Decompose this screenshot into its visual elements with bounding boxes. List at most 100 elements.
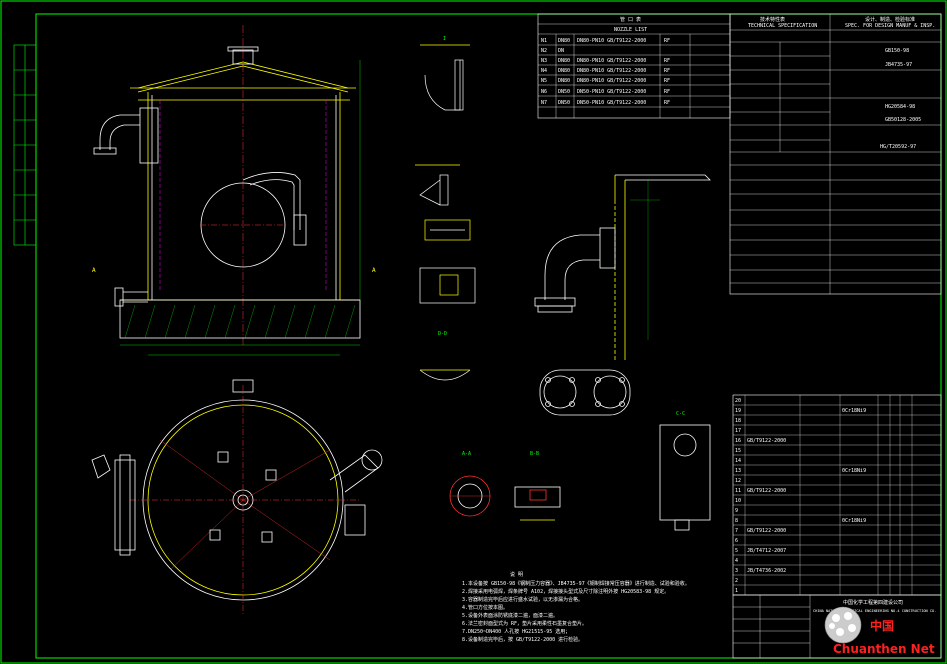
watermark-text-cn: 中国 bbox=[870, 618, 894, 633]
company-name: 中国化学工程第四建设公司 bbox=[843, 599, 903, 606]
bom-row-no: 20 bbox=[735, 398, 741, 404]
spec-standards-subtitle: SPEC. FOR DESIGN MANUF & INSP. bbox=[845, 23, 935, 29]
bom-material: 0Cr18Ni9 bbox=[842, 468, 866, 474]
bom-row-no: 12 bbox=[735, 478, 741, 484]
title-block bbox=[732, 594, 942, 659]
foundation-hatch bbox=[124, 304, 356, 339]
bom-row-no: 16 bbox=[735, 438, 741, 444]
nozzle-mark: N2 bbox=[541, 48, 547, 54]
notes-line-1: 1.本设备按 GB150-98《钢制压力容器》、JB4735-97《钢制焊接常压… bbox=[462, 580, 690, 587]
spec-table-subtitle: TECHNICAL SPECIFICATION bbox=[748, 23, 817, 29]
section-c-c-view bbox=[659, 424, 711, 531]
bom-row-no: 6 bbox=[735, 538, 738, 544]
spec-code-5: HG/T20592-97 bbox=[880, 144, 916, 150]
nozzle-mark: N6 bbox=[541, 89, 547, 95]
nozzle-size: DN80 bbox=[558, 38, 570, 44]
bom-row-no: 10 bbox=[735, 498, 741, 504]
bom-standard: JB/T4712-2007 bbox=[747, 548, 786, 554]
nozzle-face: RF bbox=[664, 58, 670, 64]
nozzle-standard: DN80-PN10 GB/T9122-2000 bbox=[577, 38, 646, 44]
nozzle-mark: N3 bbox=[541, 58, 547, 64]
nozzle-standard: DN50-PN10 GB/T9122-2000 bbox=[577, 89, 646, 95]
notes-line-3: 3.容器制造完毕后应进行盛水试验，以无渗漏为合格。 bbox=[462, 596, 583, 603]
spec-code-1: GB150-98 bbox=[885, 48, 909, 54]
notes-line-6: 6.法兰密封面型式为 RF，垫片采用柔性石墨复合垫片。 bbox=[462, 620, 587, 627]
bom-row-no: 13 bbox=[735, 468, 741, 474]
nozzle-table-rows: N1 DN80 DN80-PN10 GB/T9122-2000 RF N2 DN… bbox=[541, 38, 670, 106]
flange-plan-view bbox=[539, 369, 631, 416]
nozzle-standard: DN80-PN10 GB/T9122-2000 bbox=[577, 68, 646, 74]
view-label-a-right: A bbox=[372, 267, 376, 274]
drawing-border-inner bbox=[35, 13, 942, 659]
nozzle-table-title: 管 口 表 bbox=[620, 16, 641, 23]
notes-line-2: 2.焊接采用电弧焊，焊条牌号 A102，焊接接头型式及尺寸除注明外按 HG205… bbox=[462, 588, 669, 595]
spec-code-3: HG20584-98 bbox=[885, 104, 915, 110]
section-label-c-c: C-C bbox=[676, 411, 685, 417]
bom-row-no: 8 bbox=[735, 518, 738, 524]
bom-row-no: 3 bbox=[735, 568, 738, 574]
watermark-logo bbox=[824, 606, 862, 644]
bom-row-no: 18 bbox=[735, 418, 741, 424]
top-plan-view bbox=[91, 379, 383, 615]
spec-table-title: 技术特性表 bbox=[760, 16, 785, 23]
nozzle-standard: DN80-PN10 GB/T9122-2000 bbox=[577, 58, 646, 64]
nozzle-mark: N4 bbox=[541, 68, 547, 74]
section-a-a-view bbox=[449, 475, 491, 517]
nozzle-mark: N5 bbox=[541, 78, 547, 84]
section-label-b-b: B-B bbox=[530, 451, 539, 457]
notes-title: 说 明 bbox=[510, 571, 523, 578]
section-label-d-d: D-D bbox=[438, 331, 447, 337]
bom-standard: GB/T9122-2000 bbox=[747, 528, 786, 534]
bom-row-no: 7 bbox=[735, 528, 738, 534]
section-label-i: I bbox=[443, 36, 446, 42]
binding-strip bbox=[13, 44, 37, 246]
bom-row-no: 1 bbox=[735, 588, 738, 594]
notes-line-7: 7.DN250~DN400 人孔按 HG21515-95 选用； bbox=[462, 628, 570, 635]
notes-line-4: 4.管口方位按本图。 bbox=[462, 604, 508, 611]
nozzle-size: DN80 bbox=[558, 78, 570, 84]
bom-standard: GB/T9122-2000 bbox=[747, 488, 786, 494]
nozzle-face: RF bbox=[664, 38, 670, 44]
spec-table bbox=[729, 13, 942, 295]
notes-line-5: 5.设备外表面涂防锈底漆二遍，面漆二遍。 bbox=[462, 612, 558, 619]
front-elevation-view bbox=[93, 25, 361, 356]
bom-material: 0Cr18Ni9 bbox=[842, 408, 866, 414]
nozzle-size: DN80 bbox=[558, 58, 570, 64]
spec-code-4: GB50128-2005 bbox=[885, 117, 921, 123]
nozzle-face: RF bbox=[664, 68, 670, 74]
nozzle-face: RF bbox=[664, 78, 670, 84]
nozzle-table-subtitle: NOZZLE LIST bbox=[614, 27, 647, 33]
section-d-d-view bbox=[419, 369, 471, 381]
bom-row-no: 5 bbox=[735, 548, 738, 554]
nozzle-size: DN50 bbox=[558, 100, 570, 106]
spec-code-2: JB4735-97 bbox=[885, 62, 912, 68]
bom-row-no: 14 bbox=[735, 458, 741, 464]
bom-row-no: 19 bbox=[735, 408, 741, 414]
bom-row-numbers: 20 19 18 17 16 15 14 13 12 11 10 9 8 7 6… bbox=[735, 398, 866, 594]
detail-small-1 bbox=[415, 164, 460, 206]
view-label-a-left: A bbox=[92, 267, 96, 274]
bom-standard: JB/T4736-2002 bbox=[747, 568, 786, 574]
nozzle-size: DN bbox=[558, 48, 564, 54]
section-label-a-a: A-A bbox=[462, 451, 471, 457]
nozzle-table bbox=[537, 13, 731, 119]
bom-row-no: 2 bbox=[735, 578, 738, 584]
detail-section-i bbox=[420, 44, 470, 111]
company-name-en: CHINA NATIONAL CHEMICAL ENGINEERING NO.4… bbox=[813, 609, 936, 613]
bom-table bbox=[732, 394, 942, 596]
nozzle-size: DN50 bbox=[558, 89, 570, 95]
detail-small-2 bbox=[424, 219, 471, 241]
nozzle-mark: N1 bbox=[541, 38, 547, 44]
elbow-detail-view bbox=[534, 174, 711, 360]
bom-row-no: 11 bbox=[735, 488, 741, 494]
section-b-b-view bbox=[514, 486, 561, 521]
bom-material: 0Cr18Ni9 bbox=[842, 518, 866, 524]
bom-row-no: 9 bbox=[735, 508, 738, 514]
nozzle-standard: DN50-PN10 GB/T9122-2000 bbox=[577, 100, 646, 106]
nozzle-size: DN80 bbox=[558, 68, 570, 74]
bom-row-no: 17 bbox=[735, 428, 741, 434]
spec-standards-title: 设计、制造、检验标准 bbox=[865, 16, 915, 23]
bom-standard: GB/T9122-2000 bbox=[747, 438, 786, 444]
